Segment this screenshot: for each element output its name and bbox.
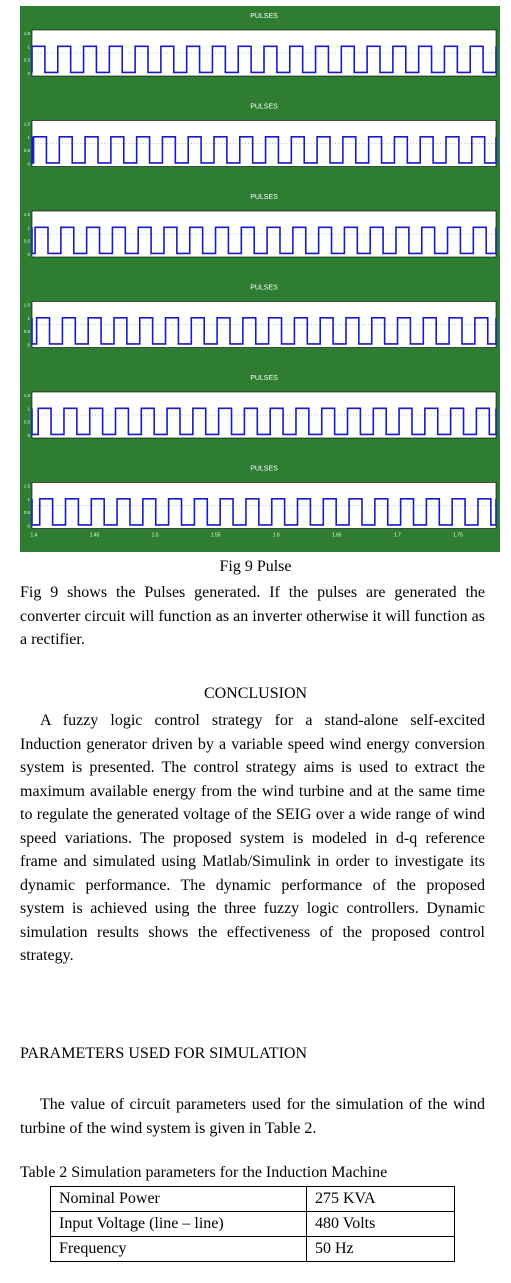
table-row: Frequency 50 Hz <box>50 1236 455 1262</box>
pulse-signal-line <box>31 407 497 436</box>
table-row: Input Voltage (line – line) 480 Volts <box>50 1211 455 1237</box>
table-caption: Table 2 Simulation parameters for the In… <box>20 1164 388 1181</box>
figure-background <box>20 6 500 552</box>
panel-title: PULSES <box>250 375 278 382</box>
y-tick-label: 0.5 <box>24 58 31 63</box>
panel-title: PULSES <box>250 104 278 111</box>
y-tick-label: 1 <box>27 406 30 411</box>
x-tick-label: 1.45 <box>90 533 100 539</box>
y-tick-label: 0.5 <box>24 148 31 153</box>
y-tick-label: 0.5 <box>24 329 31 334</box>
y-tick-label: 1 <box>27 316 30 321</box>
y-tick-label: 1.5 <box>24 484 31 489</box>
y-tick-label: 1 <box>27 135 30 140</box>
parameter-name: Frequency <box>50 1236 307 1262</box>
pulse-signal-line <box>31 226 497 255</box>
x-tick-label: 1.55 <box>211 533 221 539</box>
y-tick-label: 1.5 <box>24 393 31 398</box>
x-tick-label: 1.6 <box>273 533 280 539</box>
x-tick-label: 1.7 <box>394 533 401 539</box>
y-tick-label: 1.5 <box>24 303 31 308</box>
y-tick-label: 0 <box>27 162 30 167</box>
parameters-paragraph: The value of circuit parameters used for… <box>20 1096 485 1137</box>
figure-description-paragraph: Fig 9 shows the Pulses generated. If the… <box>20 584 485 648</box>
pulses-figure: PULSES1.510.50PULSES1.510.50PULSES1.510.… <box>20 6 500 552</box>
y-tick-label: 1 <box>27 225 30 230</box>
y-tick-label: 1.5 <box>24 31 31 36</box>
parameter-name: Nominal Power <box>50 1186 307 1212</box>
conclusion-heading: CONCLUSION <box>203 685 308 702</box>
pulse-signal-line <box>31 317 497 345</box>
y-tick-label: 0 <box>27 433 30 438</box>
y-tick-label: 0.5 <box>24 510 31 515</box>
y-tick-label: 1 <box>27 497 30 502</box>
y-tick-label: 1.5 <box>24 212 31 217</box>
y-tick-label: 1 <box>27 44 30 49</box>
x-tick-label: 1.5 <box>152 533 159 539</box>
parameters-heading: PARAMETERS USED FOR SIMULATION <box>20 1045 308 1062</box>
parameter-value: 275 KVA <box>306 1186 455 1212</box>
conclusion-paragraph: A fuzzy logic control strategy for a sta… <box>20 712 485 964</box>
y-tick-label: 1.5 <box>24 122 31 127</box>
simulation-parameters-table: Nominal Power 275 KVA Input Voltage (lin… <box>50 1186 455 1262</box>
pulse-signal-line <box>31 498 497 526</box>
y-tick-label: 0 <box>27 343 30 348</box>
pulse-signal-line <box>31 45 497 74</box>
parameter-name: Input Voltage (line – line) <box>50 1211 307 1237</box>
panel-title: PULSES <box>250 285 278 292</box>
y-tick-label: 0.5 <box>24 420 31 425</box>
x-tick-label: 1.75 <box>453 533 463 539</box>
panel-title: PULSES <box>250 466 278 473</box>
y-tick-label: 0 <box>27 524 30 529</box>
panel-title: PULSES <box>250 194 278 201</box>
y-tick-label: 0.5 <box>24 239 31 244</box>
parameter-value: 480 Volts <box>306 1211 455 1237</box>
parameter-value: 50 Hz <box>306 1236 455 1262</box>
x-tick-label: 1.65 <box>332 533 342 539</box>
pulse-signal-line <box>31 136 497 164</box>
table-row: Nominal Power 275 KVA <box>50 1186 455 1212</box>
x-tick-label: 1.4 <box>31 533 38 539</box>
y-tick-label: 0 <box>27 71 30 76</box>
y-tick-label: 0 <box>27 252 30 257</box>
panel-title: PULSES <box>250 13 278 20</box>
figure-caption: Fig 9 Pulse <box>219 558 292 575</box>
